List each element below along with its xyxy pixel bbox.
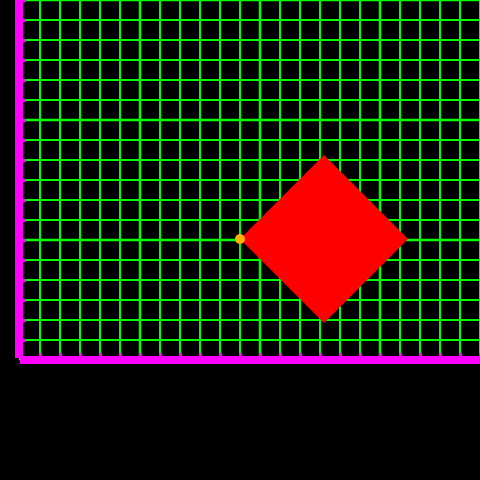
x-axis-tick	[79, 353, 82, 357]
y-axis-tick	[22, 339, 26, 342]
x-axis-tick	[99, 353, 102, 357]
y-axis-tick	[22, 199, 26, 202]
x-axis-tick	[419, 353, 422, 357]
x-axis-tick	[459, 353, 462, 357]
y-axis-tick	[22, 319, 26, 322]
y-axis-tick	[22, 59, 26, 62]
x-axis-tick	[239, 353, 242, 357]
x-axis-tick	[259, 353, 262, 357]
orange-marker-dot[interactable]	[235, 234, 245, 244]
x-axis-tick	[179, 353, 182, 357]
y-axis-tick	[22, 299, 26, 302]
y-axis-tick	[22, 159, 26, 162]
x-axis-tick	[439, 353, 442, 357]
y-axis	[15, 0, 23, 358]
y-axis-tick	[22, 219, 26, 222]
x-axis	[20, 356, 480, 364]
x-axis-tick	[19, 353, 22, 357]
y-axis-tick	[22, 279, 26, 282]
x-axis-tick	[379, 353, 382, 357]
red-diamond[interactable]	[240, 155, 408, 323]
x-axis-tick	[359, 353, 362, 357]
y-axis-tick	[22, 39, 26, 42]
y-axis-tick	[22, 0, 26, 2]
x-axis-tick	[59, 353, 62, 357]
x-axis-tick	[279, 353, 282, 357]
y-axis-tick	[22, 19, 26, 22]
y-axis-tick	[22, 239, 26, 242]
x-axis-tick	[219, 353, 222, 357]
x-axis-tick	[339, 353, 342, 357]
y-axis-tick	[22, 259, 26, 262]
x-axis-tick	[39, 353, 42, 357]
y-axis-tick	[22, 139, 26, 142]
y-axis-tick	[22, 79, 26, 82]
grid-lines	[18, 0, 480, 362]
y-axis-tick	[22, 119, 26, 122]
x-axis-tick	[399, 353, 402, 357]
y-axis-tick	[22, 359, 26, 362]
x-axis-tick	[319, 353, 322, 357]
y-axis-tick	[22, 179, 26, 182]
x-axis-tick	[159, 353, 162, 357]
x-axis-tick	[199, 353, 202, 357]
axes	[15, 0, 480, 364]
x-axis-tick	[119, 353, 122, 357]
y-axis-tick	[22, 99, 26, 102]
x-axis-tick	[299, 353, 302, 357]
x-axis-tick	[139, 353, 142, 357]
